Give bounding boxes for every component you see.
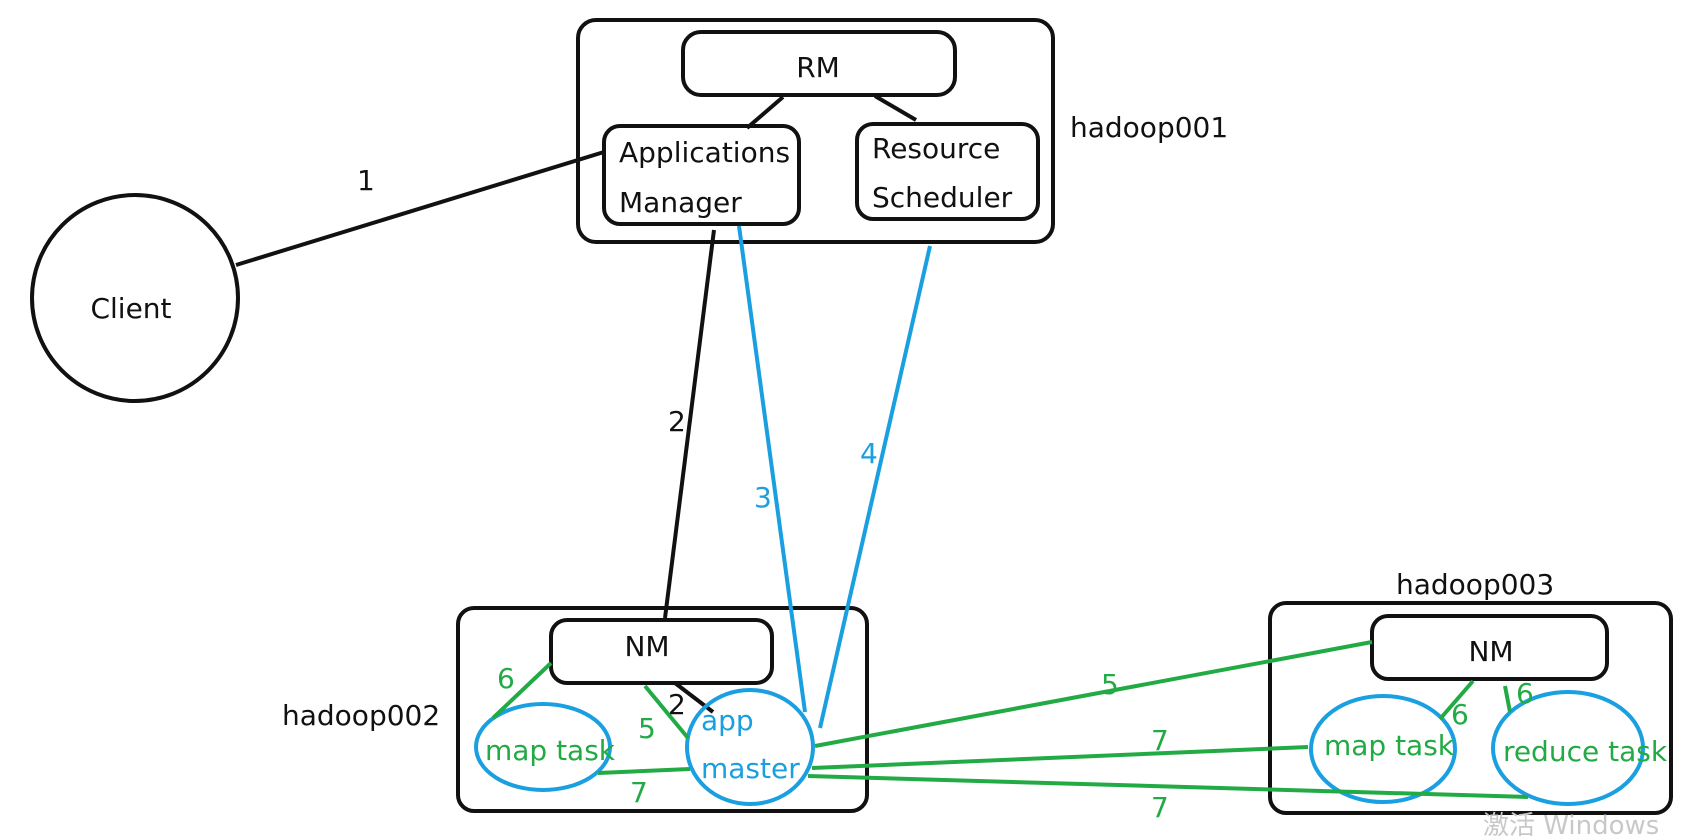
step7-map-task-hadoop002-to-app-master xyxy=(597,767,691,775)
applications-manager-box xyxy=(602,124,801,226)
applications-manager-label-line1: Applications xyxy=(619,136,790,169)
step6-nm-to-map-task-hadoop003 xyxy=(1438,679,1475,721)
step7-label-reduce: 7 xyxy=(1151,791,1169,824)
rm-to-apps-manager-line xyxy=(745,95,785,130)
hadoop003-box xyxy=(1268,601,1673,815)
client-circle xyxy=(30,193,240,403)
hadoop001-label: hadoop001 xyxy=(1070,111,1228,144)
step2-label-local: 2 xyxy=(668,688,686,721)
step4-app-master-to-scheduler xyxy=(818,245,932,729)
app-master-label-line1: app xyxy=(701,704,754,737)
nm-hadoop002-box xyxy=(549,618,774,685)
step5-label-remote: 5 xyxy=(1101,668,1119,701)
step3-apps-manager-to-app-master xyxy=(737,225,807,713)
step2-apps-manager-to-nm xyxy=(663,229,716,619)
rm-label: RM xyxy=(796,51,840,84)
step3-label: 3 xyxy=(754,481,772,514)
hadoop001-box xyxy=(576,18,1055,244)
map-task-hadoop003-ellipse xyxy=(1309,694,1457,804)
hadoop002-label: hadoop002 xyxy=(282,699,440,732)
rm-to-scheduler-line xyxy=(873,94,918,122)
step6-label-hadoop002: 6 xyxy=(497,662,515,695)
client-label: Client xyxy=(90,292,171,325)
rm-box xyxy=(681,30,957,97)
nm-hadoop003-label: NM xyxy=(1468,635,1513,668)
step4-label: 4 xyxy=(860,437,878,470)
map-task-hadoop002-ellipse xyxy=(474,702,612,792)
reduce-task-ellipse xyxy=(1491,690,1645,806)
step5-label-local: 5 xyxy=(638,712,656,745)
resource-scheduler-label-line1: Resource xyxy=(872,132,1000,165)
step6-nm-to-reduce-task xyxy=(1503,685,1512,713)
step1-client-to-apps-manager xyxy=(235,150,605,267)
reduce-task-label: reduce task xyxy=(1503,735,1668,768)
step6-label-map-hadoop003: 6 xyxy=(1451,698,1469,731)
step7-app-master-to-reduce-task xyxy=(807,774,1529,799)
nm-hadoop002-label: NM xyxy=(624,630,669,663)
applications-manager-label-line2: Manager xyxy=(619,186,742,219)
step7-label-map-hadoop003: 7 xyxy=(1151,724,1169,757)
resource-scheduler-label-line2: Scheduler xyxy=(872,181,1013,214)
hadoop003-label: hadoop003 xyxy=(1396,568,1554,601)
app-master-label-line2: master xyxy=(701,752,800,785)
nm-hadoop003-box xyxy=(1370,614,1609,681)
step6-nm-to-map-task-hadoop002 xyxy=(491,661,553,720)
step1-label: 1 xyxy=(357,164,375,197)
map-task-hadoop002-label: map task xyxy=(485,734,616,767)
step2-label-main: 2 xyxy=(668,405,686,438)
step6-label-reduce: 6 xyxy=(1516,677,1534,710)
step7-app-master-to-map-task-hadoop003 xyxy=(811,745,1309,770)
step5-app-master-to-nm-hadoop003 xyxy=(814,640,1373,748)
app-master-ellipse xyxy=(685,688,815,806)
activate-windows-watermark: 激活 Windows xyxy=(1483,811,1659,839)
step5-nm-to-app-master-hadoop002 xyxy=(643,684,690,740)
resource-scheduler-box xyxy=(855,122,1040,221)
map-task-hadoop003-label: map task xyxy=(1324,729,1455,762)
step7-label-local: 7 xyxy=(630,776,648,809)
hadoop002-box xyxy=(456,606,869,813)
